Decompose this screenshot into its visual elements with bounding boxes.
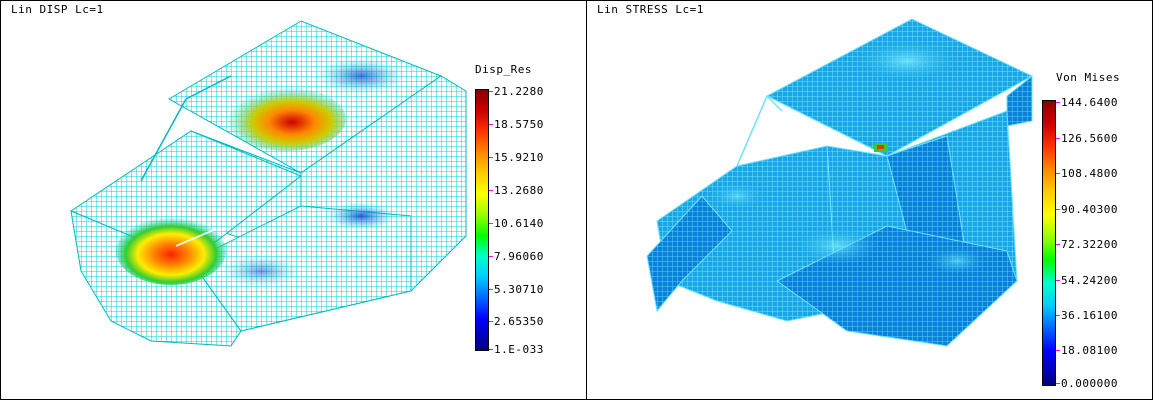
legend-label-0: 144.6400 [1061,96,1118,109]
legend-title: Disp_Res [475,63,532,76]
legend-tick-mark [1056,209,1060,210]
legend-tick-mark [1056,383,1060,384]
legend-label-8: 1.E-033 [494,343,544,356]
legend-label-0: 21.2280 [494,85,544,98]
legend-tick-mark [1056,350,1060,351]
legend-tick-mark [489,190,493,191]
legend-label-1: 18.5750 [494,118,544,131]
legend-label-1: 126.5600 [1061,132,1118,145]
legend-label-5: 7.96060 [494,250,544,263]
legend-tick-mark [1056,244,1060,245]
legend-tick-mark [489,349,493,350]
legend-label-6: 36.16100 [1061,309,1118,322]
stress-mesh-model [646,18,1034,347]
stress-viewport[interactable]: Lin STRESS Lc=1 [586,0,1153,400]
color-legend-bar [475,89,489,351]
legend-tick-mark [1056,173,1060,174]
legend-tick-mark [489,223,493,224]
legend-label-2: 108.4800 [1061,167,1118,180]
legend-label-2: 15.9210 [494,151,544,164]
legend-tick-mark [489,289,493,290]
legend-tick-mark [1056,280,1060,281]
legend-tick-mark [1056,315,1060,316]
legend-tick-mark [489,124,493,125]
legend-label-7: 2.65350 [494,315,544,328]
viewport-title: Lin STRESS Lc=1 [597,3,704,16]
legend-label-7: 18.08100 [1061,344,1118,357]
legend-tick-mark [489,321,493,322]
legend-label-4: 10.6140 [494,217,544,230]
legend-label-8: 0.000000 [1061,377,1118,390]
deformed-mesh-model [69,20,467,347]
legend-label-3: 90.40300 [1061,203,1118,216]
legend-tick-mark [489,91,493,92]
legend-tick-mark [489,157,493,158]
legend-label-3: 13.2680 [494,184,544,197]
legend-tick-mark [489,256,493,257]
color-legend-bar [1042,100,1056,386]
displacement-viewport[interactable]: Lin DISP Lc=1 [0,0,587,400]
legend-tick-mark [1056,138,1060,139]
legend-label-4: 72.32200 [1061,238,1118,251]
legend-label-5: 54.24200 [1061,274,1118,287]
legend-tick-mark [1056,102,1060,103]
legend-title: Von Mises [1056,71,1121,84]
viewport-title: Lin DISP Lc=1 [11,3,104,16]
legend-label-6: 5.30710 [494,283,544,296]
